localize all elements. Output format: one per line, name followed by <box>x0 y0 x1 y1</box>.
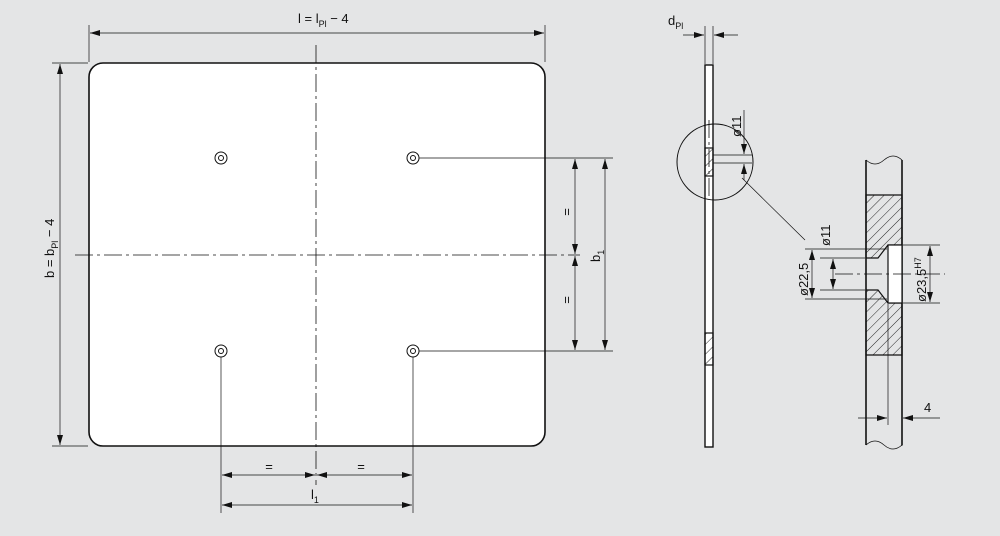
dimension-b: b = bPl − 4 <box>42 62 88 447</box>
detail-counterbore-diameter-label: ø22,5 <box>796 263 811 296</box>
equal-mark-right: = <box>357 459 365 474</box>
detail-bore-diameter-label: ø11 <box>818 225 833 246</box>
dimension-l1: = = l1 <box>220 357 414 513</box>
equal-mark-lower: = <box>559 296 574 304</box>
thickness-label: dPl <box>668 13 683 31</box>
plate-outline <box>88 62 546 447</box>
detail-circle <box>676 123 754 201</box>
detail-depth-label: 4 <box>924 400 931 415</box>
dimension-l: l = lPl − 4 <box>88 11 546 62</box>
dimension-l1-label: l1 <box>311 487 319 505</box>
dimension-b1-label: b1 <box>588 250 606 262</box>
dimension-l-label: l = lPl − 4 <box>298 11 349 29</box>
dimension-b-label: b = bPl − 4 <box>42 219 60 278</box>
plate-side-view: dPl ø11 <box>668 13 806 448</box>
plate-front-view <box>75 45 580 485</box>
equal-mark-left: = <box>265 459 273 474</box>
side-hole-diameter-label: ø11 <box>729 116 744 137</box>
side-section-bottom <box>704 332 714 366</box>
hole-top-left <box>214 151 228 165</box>
equal-mark-upper: = <box>559 208 574 216</box>
detail-section-view: ø11 ø22,5 ø23,5H7 4 <box>796 155 945 450</box>
detail-recess-diameter-label: ø23,5H7 <box>913 257 929 302</box>
dimension-b1: = = b1 <box>419 157 613 352</box>
